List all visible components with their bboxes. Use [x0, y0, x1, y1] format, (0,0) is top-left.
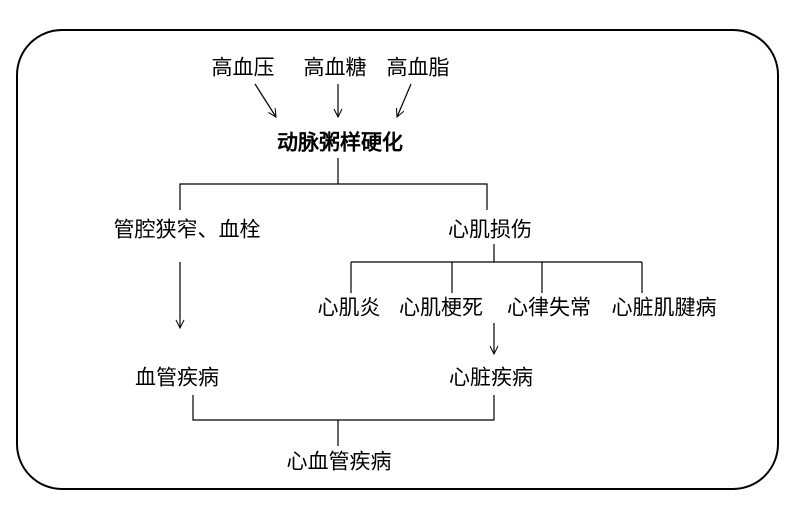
risk-hyperglycemia: 高血糖 [303, 55, 367, 80]
node-arrhythmia: 心律失常 [507, 295, 591, 320]
arrow-hypertension [254, 83, 276, 117]
risk-hyperlipidemia: 高血脂 [386, 55, 450, 80]
node-vascular-disease: 血管疾病 [135, 365, 219, 390]
node-atherosclerosis: 动脉粥样硬化 [277, 130, 403, 155]
node-heart-disease: 心脏疾病 [449, 365, 533, 390]
node-myocardial-injury: 心肌损伤 [448, 217, 532, 242]
node-stenosis-thrombosis: 管腔狭窄、血栓 [113, 217, 261, 242]
node-cardiovascular-disease: 心血管疾病 [286, 449, 392, 474]
node-cardiac-tendinopathy: 心脏肌腱病 [611, 295, 717, 320]
arrow-hyperlipidemia [397, 83, 412, 117]
node-myocarditis: 心肌炎 [317, 295, 381, 320]
risk-hypertension: 高血压 [211, 55, 275, 80]
node-myocardial-infarction: 心肌梗死 [399, 295, 483, 320]
bracket-cardiovascular [192, 395, 495, 421]
diagram-frame [16, 29, 779, 490]
bracket-atherosclerosis [179, 183, 488, 210]
